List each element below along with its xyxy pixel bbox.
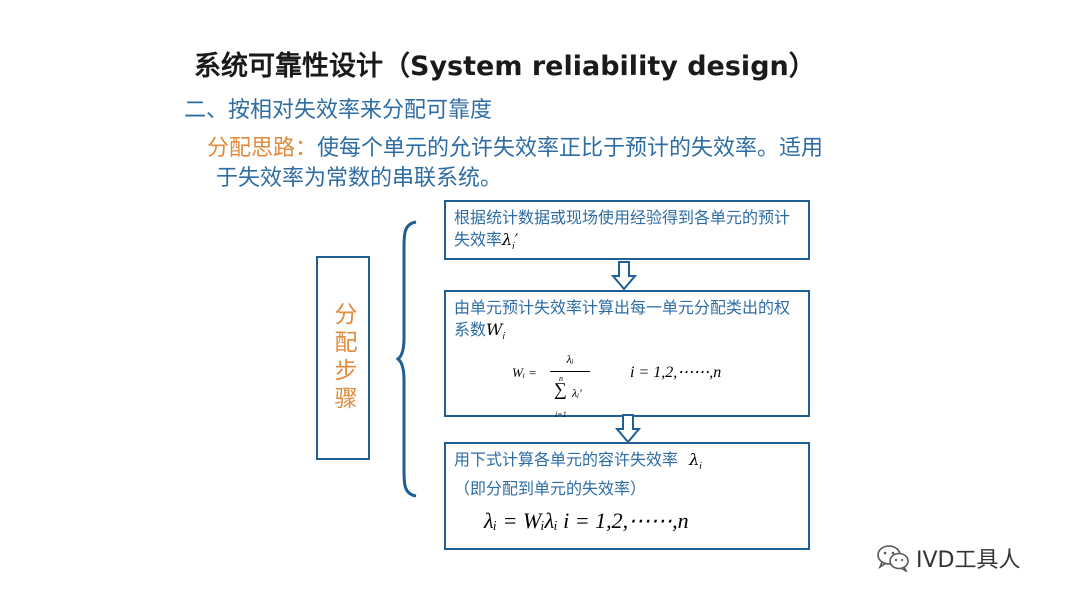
weight-fraction: λᵢ (550, 348, 590, 372)
lambda-subscript: i (512, 242, 515, 253)
allocation-formula: λᵢ = Wᵢλᵢ i = 1,2,⋯⋯,n (484, 508, 689, 533)
curly-brace-icon (396, 220, 417, 498)
lambda-symbol: λ (689, 450, 700, 469)
weight-formula-lhs: Wᵢ = (512, 365, 537, 380)
watermark-text: IVD工具人 (916, 548, 1021, 573)
down-arrow-icon (611, 261, 637, 291)
idea-line-1: 使每个单元的允许失效率正比于预计的失效率。适用 (317, 136, 824, 161)
lambda-subscript: i (699, 462, 702, 473)
down-arrow-icon (615, 414, 641, 444)
fraction-denominator: λᵢ′ (572, 386, 582, 400)
step-box-3: 用下式计算各单元的容许失效率 λi （即分配到单元的失效率） λᵢ = Wᵢλᵢ… (444, 442, 810, 550)
allocation-idea: 分配思路：使每个单元的允许失效率正比于预计的失效率。适用 于失效率为常数的串联系… (207, 134, 927, 194)
watermark: IVD工具人 (876, 542, 1020, 574)
lambda-symbol: λ (502, 230, 513, 249)
section-subtitle: 二、按相对失效率来分配可靠度 (184, 98, 493, 123)
steps-label-box: 分配步骤 (316, 256, 370, 460)
step-1-text: 根据统计数据或现场使用经验得到各单元的预计失效率 (454, 208, 791, 249)
weight-subscript: i (502, 332, 505, 343)
idea-label: 分配思路： (207, 136, 318, 161)
steps-label: 分配步骤 (330, 302, 356, 414)
summation-icon: ∑ (554, 379, 567, 399)
sum-upper-limit: n (559, 374, 563, 383)
step-box-2: 由单元预计失效率计算出每一单元分配类出的权系数Wi Wᵢ = λᵢ n ∑ i=… (444, 290, 810, 419)
step-3-text: 用下式计算各单元的容许失效率 (454, 450, 679, 469)
wechat-icon (877, 545, 909, 572)
weight-symbol: W (486, 320, 503, 339)
fraction-numerator: λᵢ (550, 348, 590, 372)
lambda-prime: ′ (514, 230, 519, 249)
sum-lower-limit: i=1 (555, 410, 567, 419)
step-3-note: （即分配到单元的失效率） (454, 479, 647, 499)
idea-line-2: 于失效率为常数的串联系统。 (216, 166, 503, 191)
weight-formula-range: i = 1,2,⋯⋯,n (630, 364, 722, 381)
step-box-1: 根据统计数据或现场使用经验得到各单元的预计失效率λi′ (444, 200, 810, 260)
weight-formula: Wᵢ = λᵢ n ∑ i=1 λᵢ′ i = 1,2,⋯⋯,n (512, 352, 721, 419)
slide-title: 系统可靠性设计（System reliability design） (194, 51, 816, 82)
step-2-text: 由单元预计失效率计算出每一单元分配类出的权系数 (454, 298, 791, 339)
